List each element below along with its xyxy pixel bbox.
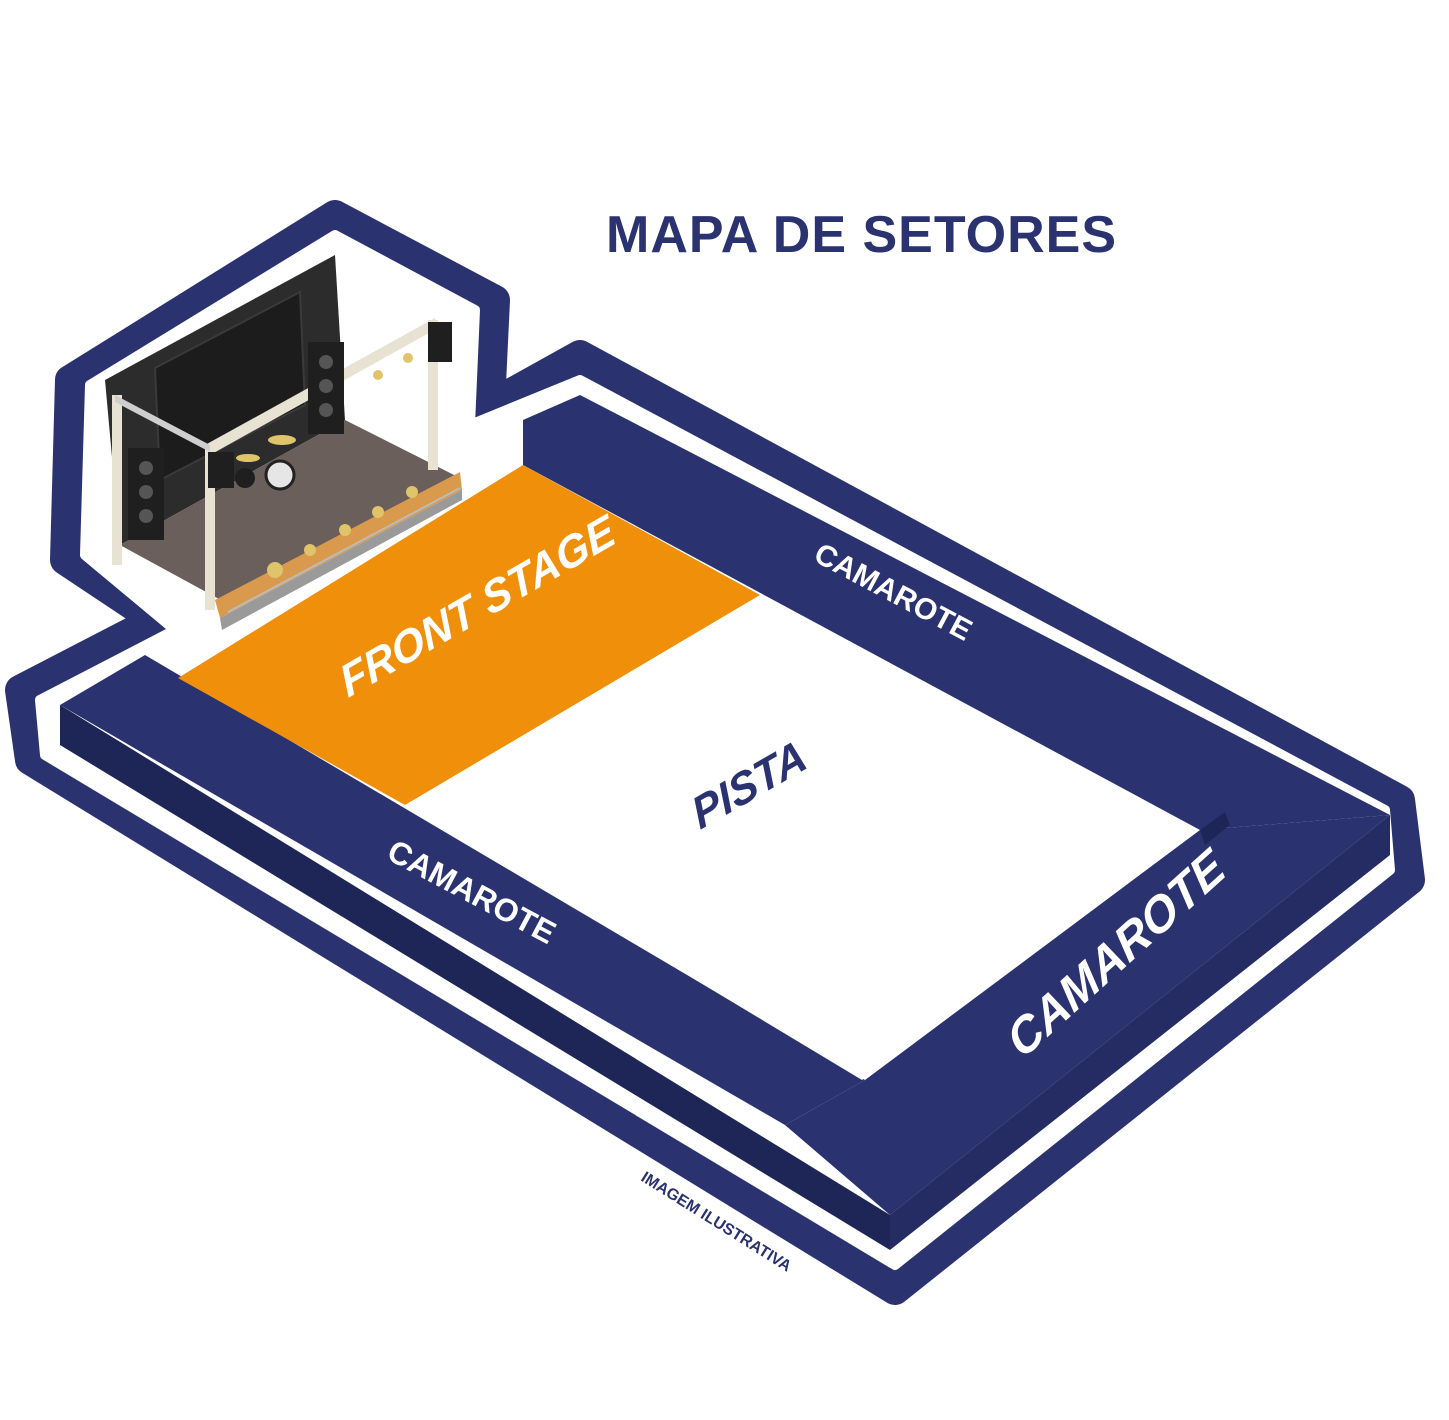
stage-light-7 <box>403 353 413 363</box>
drum-cymbal-2 <box>236 454 260 462</box>
stage-illustration <box>105 255 462 630</box>
camarote-sector[interactable] <box>60 395 1390 1250</box>
truss-side <box>115 395 210 452</box>
truss-left <box>112 395 122 565</box>
page-title: MAPA DE SETORES <box>606 206 1117 264</box>
stage-railing <box>227 487 461 613</box>
camarote-bottom-top[interactable] <box>785 815 1390 1215</box>
drum-cymbal-1 <box>268 435 296 445</box>
stage-light-5 <box>406 486 418 498</box>
stage-light-3 <box>339 524 351 536</box>
front-stage-sector[interactable] <box>178 465 760 805</box>
led-screen <box>153 290 307 482</box>
camarote-bottom-side <box>890 815 1390 1250</box>
camarote-left-side <box>60 705 890 1250</box>
camarote-left-top[interactable] <box>60 655 865 1125</box>
stage-light-6 <box>373 370 383 380</box>
stage-light-4 <box>372 506 384 518</box>
truss-front-right <box>428 320 438 470</box>
truss-front-left <box>205 445 215 610</box>
camarote-right-top[interactable] <box>523 395 1390 830</box>
stage-deck-base <box>220 490 462 630</box>
pista-sector[interactable] <box>405 595 1198 1080</box>
stage-light-1 <box>267 562 283 578</box>
hanging-speaker-left <box>208 452 234 488</box>
drum-bass <box>264 459 296 491</box>
drum-tom <box>235 468 255 488</box>
stage-light-2 <box>304 544 316 556</box>
camarote-inner-side <box>1200 812 1230 845</box>
hanging-speaker-right <box>428 322 452 362</box>
stage-deck-edge <box>215 472 462 618</box>
